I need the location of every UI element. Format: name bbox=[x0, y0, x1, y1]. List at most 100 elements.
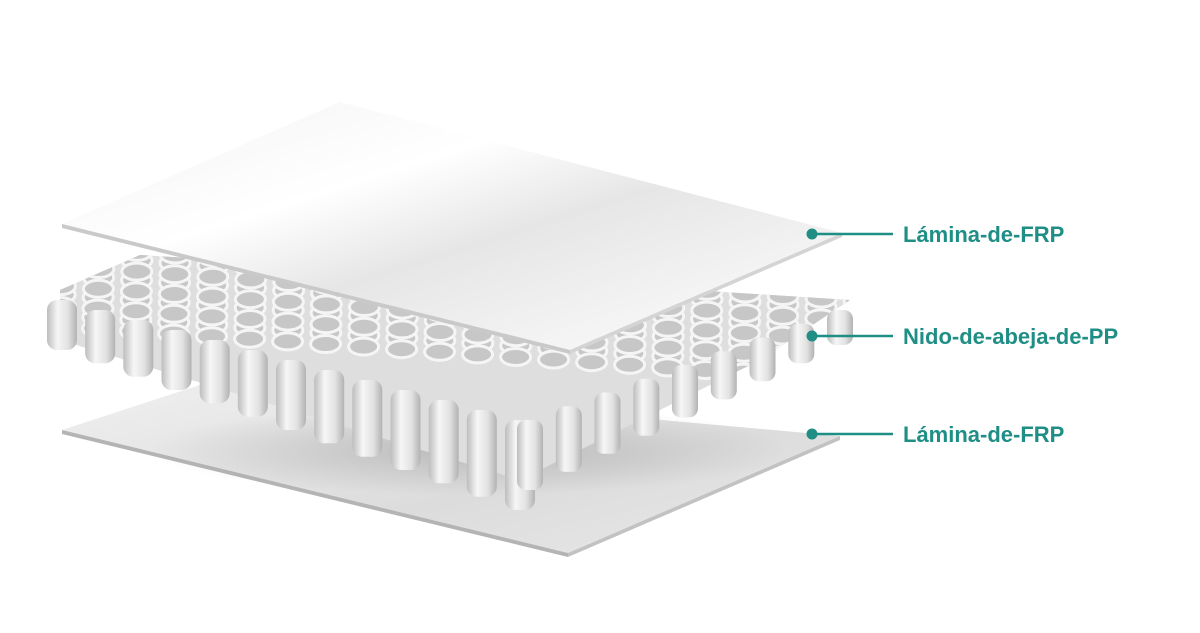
honeycomb-cell bbox=[7, 295, 37, 312]
honeycomb-cell bbox=[958, 289, 988, 306]
honeycomb-cell bbox=[613, 354, 647, 375]
honeycomb-tube bbox=[47, 300, 77, 350]
honeycomb-cell bbox=[233, 328, 267, 349]
honeycomb-tube bbox=[314, 370, 345, 444]
honeycomb-cell bbox=[882, 295, 912, 312]
honeycomb-cell bbox=[271, 311, 305, 332]
honeycomb-cell bbox=[651, 337, 685, 358]
honeycomb-cell bbox=[82, 255, 116, 268]
honeycomb-cell bbox=[119, 301, 153, 322]
honeycomb-tube bbox=[672, 365, 698, 418]
honeycomb-tube bbox=[788, 323, 815, 364]
leader-dot-core bbox=[806, 330, 818, 342]
honeycomb-cell bbox=[309, 294, 343, 315]
honeycomb-cell bbox=[804, 277, 838, 298]
honeycomb-cell bbox=[157, 284, 191, 304]
honeycomb-cell bbox=[461, 344, 495, 365]
honeycomb-cell bbox=[804, 288, 838, 309]
honeycomb-cell bbox=[841, 350, 850, 371]
layer-label-bottom: Lámina-de-FRP bbox=[903, 422, 1064, 447]
honeycomb-tube bbox=[237, 350, 268, 417]
honeycomb-cell bbox=[728, 303, 762, 324]
honeycomb-cell bbox=[7, 275, 37, 292]
honeycomb-cell bbox=[728, 283, 762, 304]
honeycomb-tube bbox=[352, 380, 383, 457]
honeycomb-tube bbox=[161, 330, 192, 390]
honeycomb-tube bbox=[517, 420, 543, 490]
honeycomb-tube bbox=[827, 310, 853, 345]
honeycomb-cell bbox=[82, 259, 116, 279]
honeycomb-tube bbox=[466, 410, 497, 497]
honeycomb-tube bbox=[633, 378, 660, 436]
honeycomb-cell bbox=[385, 339, 419, 360]
honeycomb-cell bbox=[347, 316, 381, 337]
honeycomb-cell bbox=[423, 322, 457, 342]
top-frp-sheet bbox=[62, 102, 842, 354]
honeycomb-cell bbox=[196, 266, 230, 287]
layer-label-top: Lámina-de-FRP bbox=[903, 222, 1064, 247]
honeycomb-cell bbox=[841, 359, 850, 380]
honeycomb-tube bbox=[390, 390, 421, 470]
honeycomb-cell bbox=[499, 347, 533, 367]
honeycomb-cell bbox=[120, 261, 154, 282]
honeycomb-cell bbox=[766, 274, 800, 295]
honeycomb-cell bbox=[195, 286, 229, 307]
honeycomb-cell bbox=[882, 304, 912, 321]
honeycomb-tube bbox=[749, 337, 776, 382]
honeycomb-cell bbox=[842, 291, 850, 312]
honeycomb-cell bbox=[60, 265, 78, 285]
honeycomb-cell bbox=[385, 319, 419, 340]
honeycomb-tube bbox=[428, 400, 459, 484]
honeycomb-cell bbox=[233, 309, 267, 329]
honeycomb-cell bbox=[60, 256, 78, 277]
honeycomb-cell bbox=[803, 367, 837, 388]
honeycomb-cell bbox=[958, 301, 988, 318]
honeycomb-tube bbox=[276, 360, 306, 430]
honeycomb-tube bbox=[710, 351, 737, 400]
honeycomb-cell bbox=[81, 278, 115, 299]
honeycomb-cell bbox=[423, 341, 457, 362]
honeycomb-cell bbox=[727, 323, 761, 343]
honeycomb-cell bbox=[233, 289, 267, 310]
honeycomb-cell bbox=[766, 286, 800, 306]
honeycomb-cell bbox=[766, 305, 800, 326]
honeycomb-cell bbox=[157, 303, 191, 324]
honeycomb-cell bbox=[7, 304, 37, 321]
leader-dot-bottom bbox=[806, 428, 818, 440]
honeycomb-cell bbox=[158, 264, 192, 285]
honeycomb-cell bbox=[309, 314, 343, 335]
leader-dot-top bbox=[806, 228, 818, 240]
honeycomb-cell bbox=[613, 335, 647, 355]
label-bottom-sheet: Lámina-de-FRP bbox=[806, 422, 1064, 447]
honeycomb-tube bbox=[123, 320, 154, 377]
honeycomb-cell bbox=[195, 306, 229, 327]
honeycomb-cell bbox=[882, 284, 912, 301]
honeycomb-cell bbox=[309, 334, 343, 354]
honeycomb-cell bbox=[119, 281, 153, 302]
honeycomb-tube bbox=[85, 310, 116, 364]
honeycomb-tube bbox=[199, 340, 230, 404]
honeycomb-cell bbox=[82, 255, 116, 260]
honeycomb-cell bbox=[920, 287, 950, 304]
honeycomb-cell bbox=[7, 284, 37, 301]
honeycomb-cell bbox=[271, 291, 305, 312]
honeycomb-tube bbox=[555, 406, 582, 472]
honeycomb-cell bbox=[689, 320, 723, 341]
honeycomb-cell bbox=[7, 315, 37, 332]
honeycomb-cell bbox=[537, 349, 571, 370]
label-top-sheet: Lámina-de-FRP bbox=[806, 222, 1064, 247]
label-core: Nido-de-abeja-de-PP bbox=[806, 324, 1118, 349]
honeycomb-cell bbox=[920, 307, 950, 324]
layer-label-core: Nido-de-abeja-de-PP bbox=[903, 324, 1118, 349]
honeycomb-cell bbox=[690, 300, 724, 321]
honeycomb-cell bbox=[651, 317, 685, 338]
honeycomb-cell bbox=[920, 298, 950, 315]
honeycomb-cell bbox=[575, 352, 609, 373]
honeycomb-cell bbox=[996, 292, 1026, 309]
honeycomb-tube bbox=[594, 392, 621, 454]
honeycomb-cell bbox=[347, 336, 381, 357]
honeycomb-cell bbox=[158, 255, 192, 265]
honeycomb-cell bbox=[271, 331, 305, 352]
